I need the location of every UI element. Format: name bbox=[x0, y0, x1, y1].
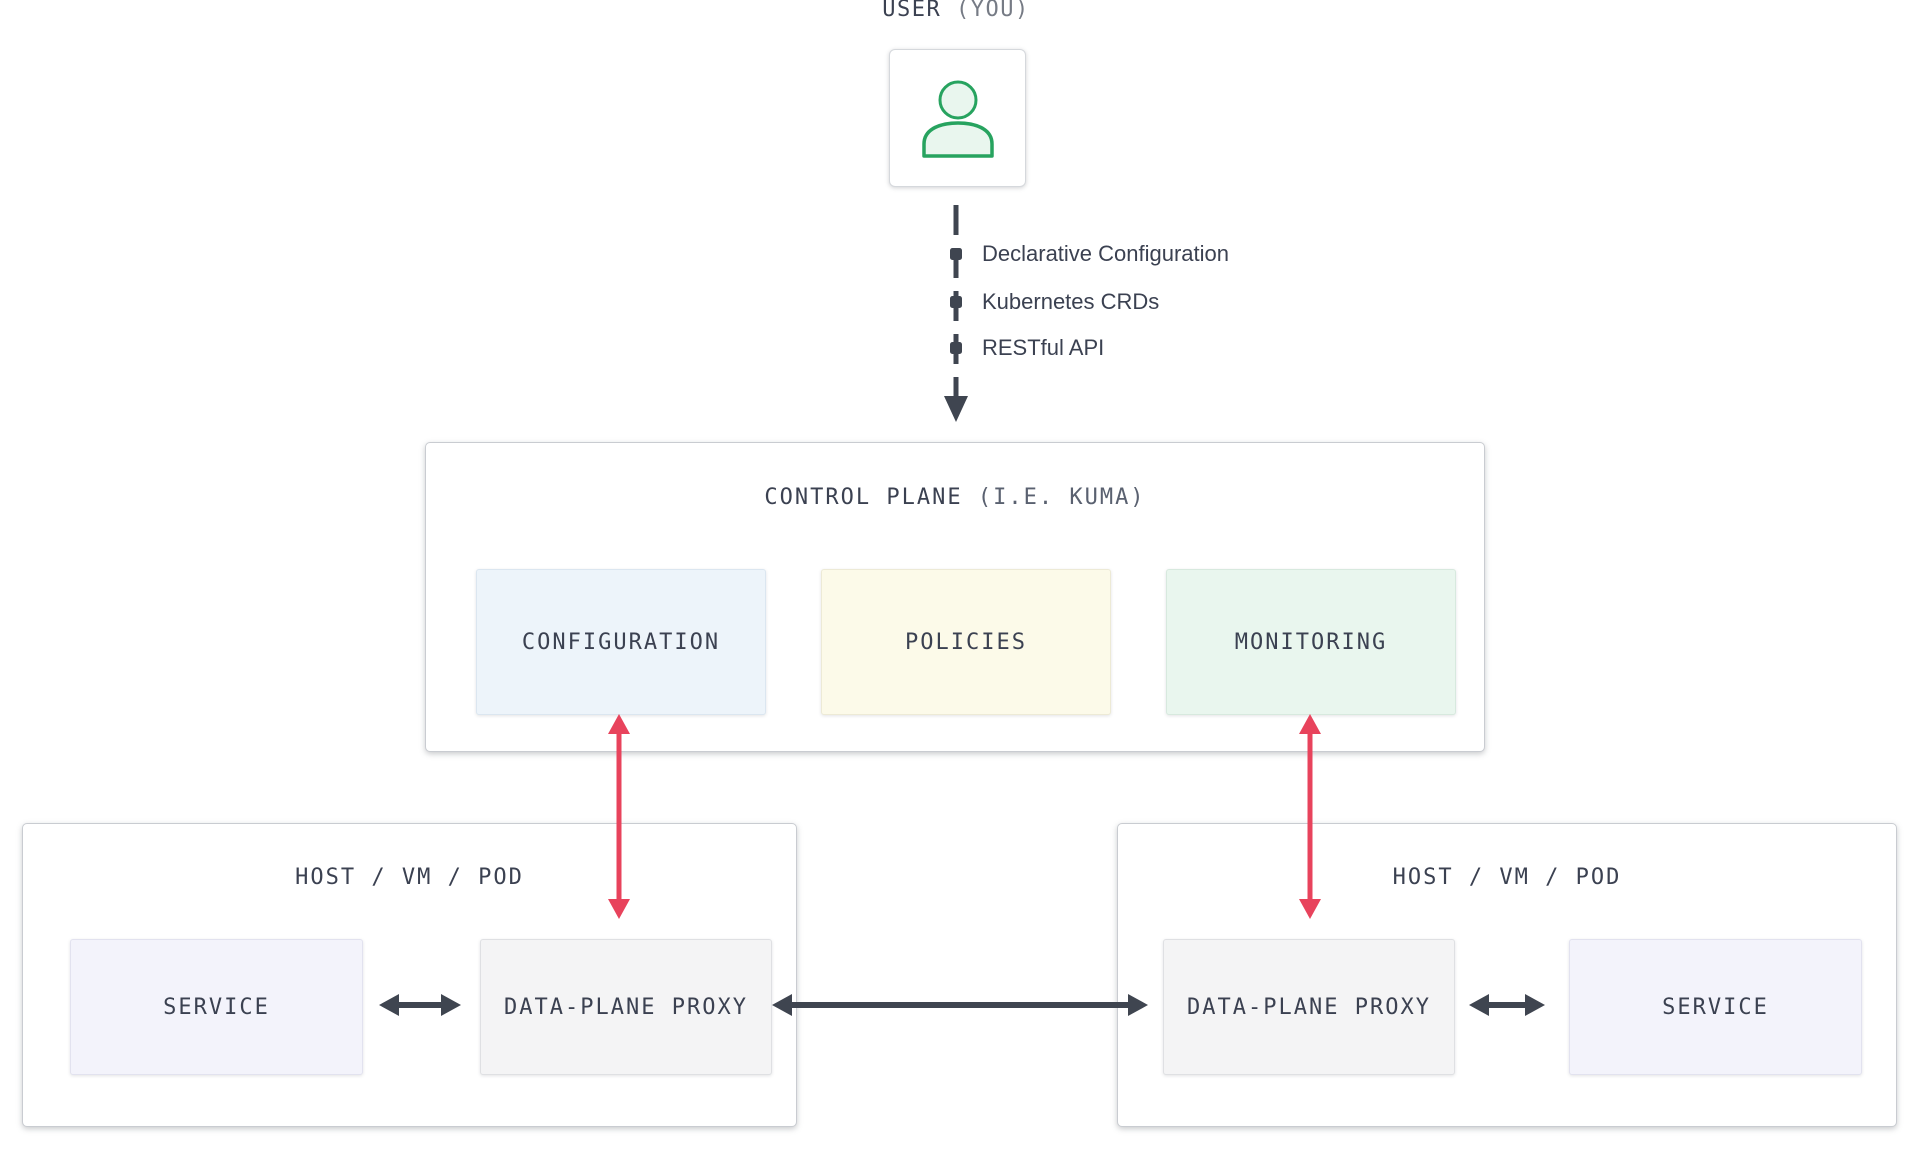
host-right-title: HOST / VM / POD bbox=[1392, 865, 1622, 890]
policies-box: POLICIES bbox=[821, 569, 1111, 715]
flow-label-restful-api: RESTful API bbox=[982, 335, 1105, 360]
proxy-to-proxy-arrow bbox=[772, 994, 1148, 1016]
host-box-left: HOST / VM / POD SERVICE DATA-PLANE PROXY bbox=[22, 823, 797, 1127]
control-plane-title-suffix: (I.E. KUMA) bbox=[977, 485, 1146, 510]
flow-label-declarative-configuration: Declarative Configuration bbox=[982, 241, 1230, 266]
user-title: USER (YOU) bbox=[882, 0, 1029, 22]
control-plane-title: CONTROL PLANE (I.E. KUMA) bbox=[426, 485, 1484, 510]
configuration-box: CONFIGURATION bbox=[476, 569, 766, 715]
flow-bullet-dot bbox=[950, 342, 962, 354]
user-title-main: USER bbox=[882, 0, 942, 22]
user-title-suffix: (YOU) bbox=[956, 0, 1030, 22]
flow-bullet-dot bbox=[950, 296, 962, 308]
service-box-left: SERVICE bbox=[70, 939, 363, 1075]
host-left-title: HOST / VM / POD bbox=[295, 865, 524, 890]
flow-label-kubernetes-crds: Kubernetes CRDs bbox=[982, 289, 1160, 314]
monitoring-box: MONITORING bbox=[1166, 569, 1456, 715]
control-plane-box: CONTROL PLANE (I.E. KUMA) CONFIGURATION … bbox=[425, 442, 1485, 752]
control-plane-title-main: CONTROL PLANE bbox=[764, 485, 963, 510]
user-node bbox=[889, 49, 1026, 187]
flow-bullet-dot bbox=[950, 248, 962, 260]
host-box-right: HOST / VM / POD DATA-PLANE PROXY SERVICE bbox=[1117, 823, 1897, 1127]
data-plane-proxy-box-right: DATA-PLANE PROXY bbox=[1163, 939, 1455, 1075]
person-icon bbox=[921, 80, 994, 158]
service-box-right: SERVICE bbox=[1569, 939, 1862, 1075]
data-plane-proxy-box-left: DATA-PLANE PROXY bbox=[480, 939, 772, 1075]
user-to-control-plane-connector bbox=[944, 205, 968, 422]
